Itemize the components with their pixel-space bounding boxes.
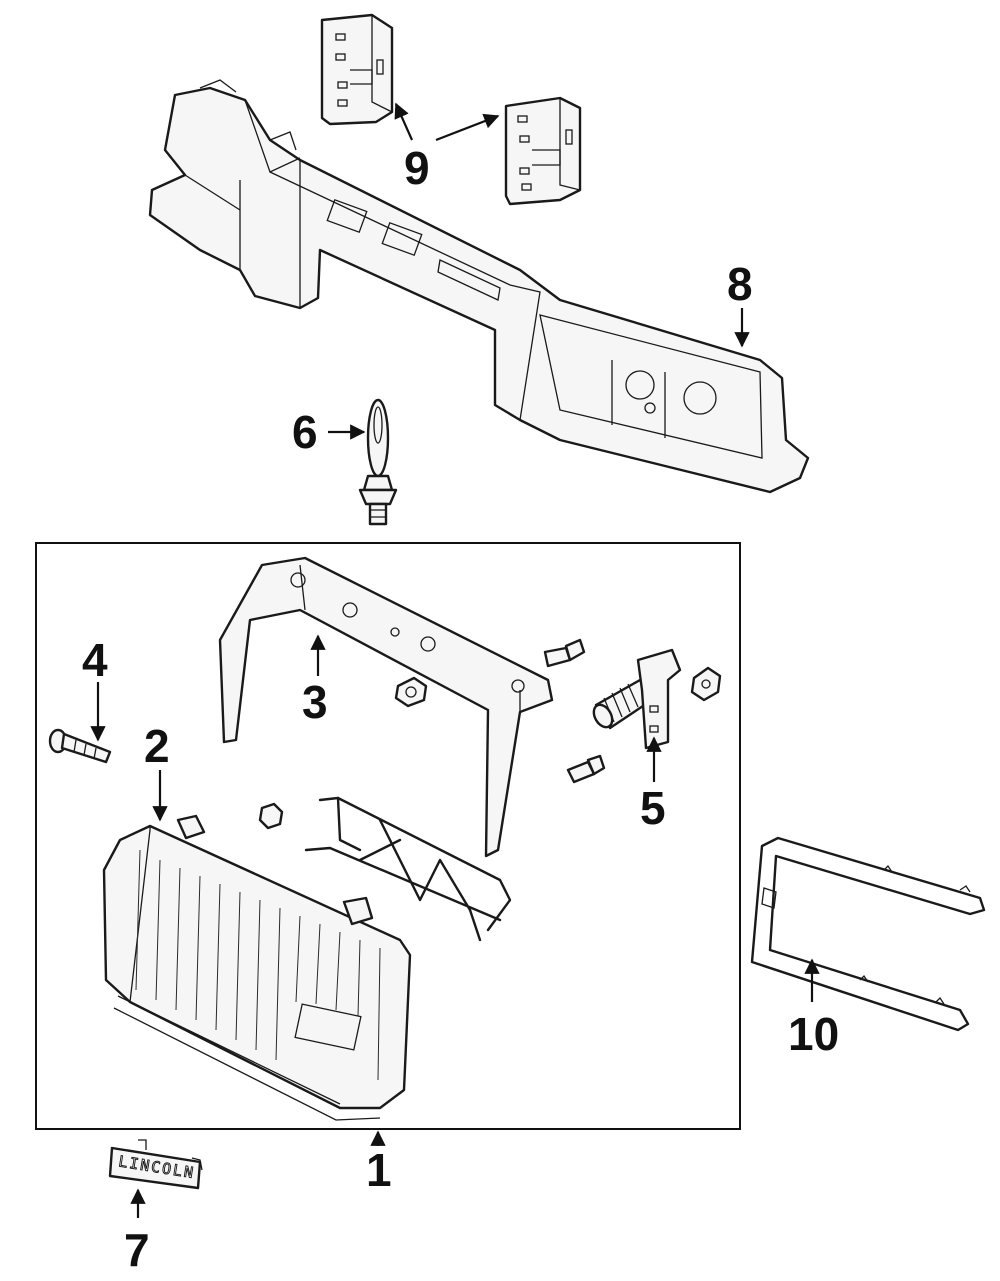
nut-center bbox=[394, 676, 428, 708]
callout-5: 5 bbox=[640, 782, 666, 834]
callout-8: 8 bbox=[727, 258, 753, 310]
callout-numbers: 9 8 6 4 3 2 5 10 1 7 bbox=[82, 142, 839, 1276]
part-10-molding bbox=[750, 836, 986, 1032]
stud-fastener-upper bbox=[543, 638, 586, 668]
grille-support-bracket bbox=[304, 796, 512, 942]
callout-1: 1 bbox=[366, 1144, 392, 1196]
part-6-fastener bbox=[358, 398, 398, 526]
callout-9: 9 bbox=[404, 142, 430, 194]
part-2-grille bbox=[102, 814, 412, 1121]
callout-2: 2 bbox=[144, 720, 170, 772]
grille-hatching bbox=[135, 849, 381, 1081]
leader-lines bbox=[90, 102, 820, 1218]
callout-6: 6 bbox=[292, 406, 318, 458]
part-8-header-panel bbox=[148, 79, 810, 494]
callout-3: 3 bbox=[302, 676, 328, 728]
callout-4: 4 bbox=[82, 634, 108, 686]
part-9-bracket-left bbox=[320, 13, 394, 126]
part-7-emblem: LINCOLN bbox=[108, 1139, 203, 1190]
assembly-group-box bbox=[35, 542, 741, 1130]
clip-right bbox=[690, 666, 722, 702]
stud-fastener-lower bbox=[566, 754, 606, 784]
part-9-bracket-right bbox=[504, 96, 582, 206]
callout-10: 10 bbox=[788, 1008, 839, 1060]
part-4-screw bbox=[48, 728, 112, 764]
part-5-latch-bracket bbox=[592, 648, 682, 750]
part-3-grille-surround bbox=[218, 556, 554, 858]
callout-7: 7 bbox=[124, 1224, 150, 1276]
nut-small bbox=[258, 802, 284, 830]
